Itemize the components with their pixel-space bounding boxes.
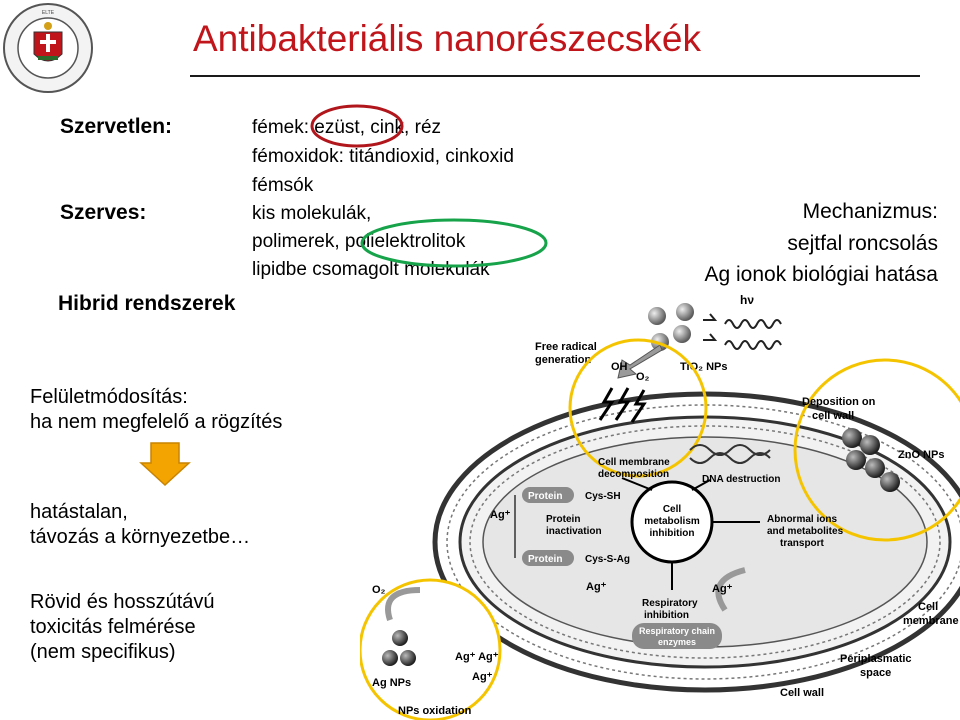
result-line-1: hatástalan,	[30, 500, 128, 524]
cys-s-ag-label: Cys-S-Ag	[585, 554, 630, 565]
resp-chain-label-1: Respiratory chain	[639, 626, 715, 636]
ag-ions-label: Ag⁺ Ag⁺	[455, 651, 499, 663]
free-radical-label-2: generation	[535, 354, 592, 366]
toxicity-line-3: (nem specifikus)	[30, 640, 176, 664]
cell-membrane-label-1: Cell	[918, 601, 938, 613]
resp-chain-label-2: enzymes	[658, 637, 696, 647]
cell-metab-label-3: inhibition	[650, 528, 695, 539]
periplasmic-label-2: space	[860, 667, 891, 679]
cell-membrane-label-2: membrane	[903, 615, 959, 627]
o2-radical-label: O₂	[636, 371, 650, 383]
dna-label: DNA destruction	[702, 474, 781, 485]
o2-label: O₂	[372, 584, 386, 596]
ag-ion-label-4: Ag⁺	[472, 671, 493, 683]
ag-particle	[392, 630, 408, 646]
zno-particle	[842, 428, 862, 448]
membrane-decomp-label-1: Cell membrane	[598, 457, 670, 468]
silver-highlight-oval	[312, 106, 402, 146]
protein-label-2: Protein	[528, 554, 562, 565]
periplasmic-label-1: Periplasmatic	[840, 653, 912, 665]
light-wave-1	[725, 320, 781, 328]
toxicity-line-1: Rövid és hosszútávú	[30, 590, 215, 614]
down-arrow-icon	[139, 441, 191, 487]
mechanism-heading: Mechanizmus:	[803, 197, 938, 227]
surface-mod-label: Felületmódosítás:	[30, 385, 188, 409]
cell-wall-label: Cell wall	[780, 687, 824, 699]
surface-mod-condition: ha nem megfelelő a rögzítés	[30, 410, 282, 434]
mechanism-line-1: sejtfal roncsolás	[787, 229, 938, 259]
oh-label: OH	[611, 361, 628, 373]
abnormal-label-2: and metabolites	[767, 526, 844, 537]
cys-sh-label: Cys-SH	[585, 491, 621, 502]
abnormal-label-3: transport	[780, 538, 825, 549]
cell-metab-label-2: metabolism	[644, 516, 700, 527]
ag-ion-label-3: Ag⁺	[712, 583, 733, 595]
membrane-decomp-label-2: decomposition	[598, 469, 669, 480]
nps-oxidation-label: NPs oxidation	[398, 705, 472, 717]
ag-ion-label-2: Ag⁺	[586, 581, 607, 593]
light-wave-2	[725, 341, 781, 349]
ag-nps-label: Ag NPs	[372, 677, 411, 689]
mechanism-diagram: hν Free radical generation TiO₂ NPs OH O…	[360, 290, 960, 720]
zno-label: ZnO NPs	[898, 449, 944, 461]
light-label: hν	[740, 293, 754, 307]
deposition-label-1: Deposition on	[802, 396, 876, 408]
mechanism-line-2: Ag ionok biológiai hatása	[704, 260, 938, 290]
protein-label-1: Protein	[528, 491, 562, 502]
ag-ion-label-1: Ag⁺	[490, 509, 511, 521]
result-line-2: távozás a környezetbe…	[30, 525, 250, 549]
polyelectrolyte-highlight-oval	[362, 220, 546, 266]
toxicity-line-2: toxicitás felmérése	[30, 615, 196, 639]
resp-inhib-label-1: Respiratory	[642, 598, 698, 609]
abnormal-label-1: Abnormal ions	[767, 514, 837, 525]
deposition-label-2: cell wall	[812, 410, 854, 422]
tio2-particle	[648, 307, 666, 325]
cell-metab-label-1: Cell	[663, 504, 682, 515]
protein-inact-label-1: Protein	[546, 514, 580, 525]
resp-inhib-label-2: inhibition	[644, 610, 689, 621]
protein-inact-label-2: inactivation	[546, 526, 602, 537]
free-radical-label-1: Free radical	[535, 341, 597, 353]
ag-nps-highlight	[360, 580, 500, 720]
